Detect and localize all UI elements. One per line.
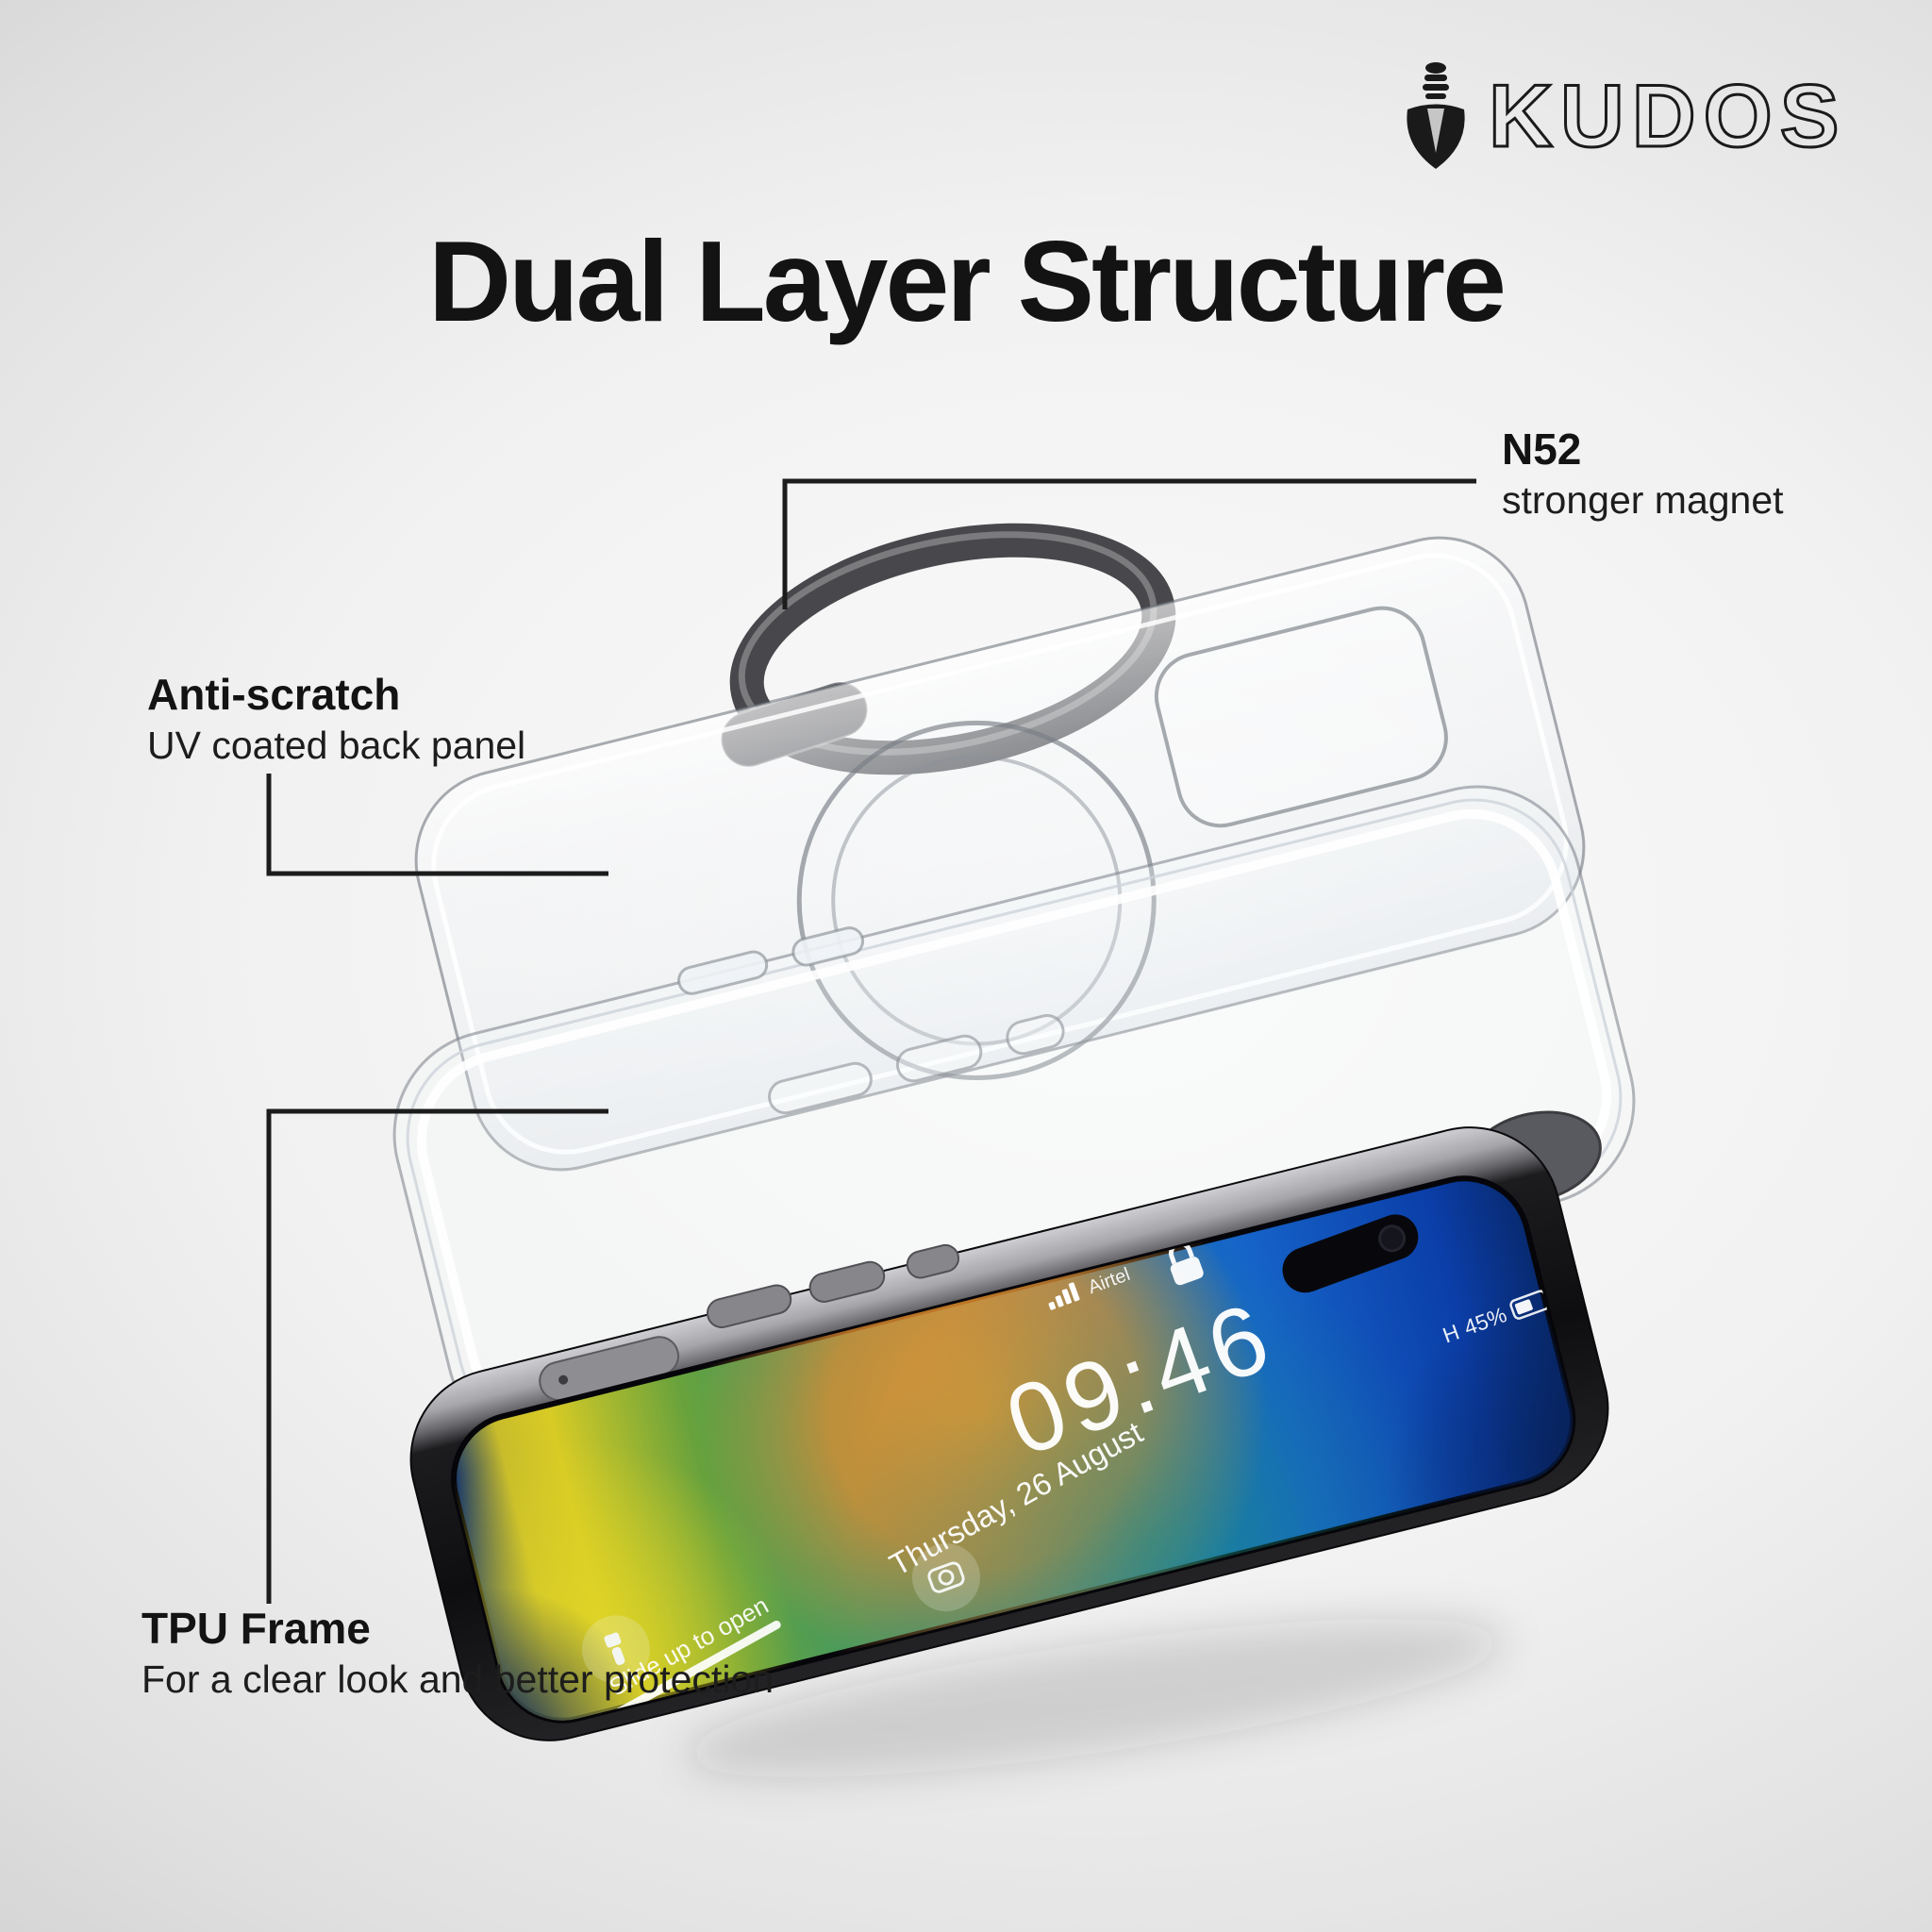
sim-eject-hole [558, 1374, 569, 1385]
flashlight-icon [604, 1632, 625, 1665]
brand-logo: KUDOS [1398, 60, 1847, 174]
power-button [906, 1243, 959, 1279]
callout-tpu-heading: TPU Frame [142, 1604, 371, 1653]
callout-back-panel-subheading: UV coated back panel [147, 724, 526, 768]
sword-shield-icon [1407, 62, 1465, 169]
front-camera-dot [1378, 1224, 1407, 1253]
panel-button-slot [895, 1034, 983, 1083]
callout-magnet-heading: N52 [1502, 425, 1582, 474]
wallpaper-navy-left [440, 1586, 656, 1735]
brand-name: KUDOS [1489, 66, 1846, 165]
camera-cutout [1154, 606, 1448, 828]
panel-button-slot [1006, 1013, 1065, 1056]
brand-wordmark: KUDOS [1489, 65, 1846, 167]
camera-icon [927, 1561, 965, 1593]
home-indicator[interactable] [613, 1619, 782, 1718]
callout-line-magnet [782, 478, 1476, 609]
callout-line-tpu [266, 1108, 608, 1604]
tpu-button-nub [677, 950, 769, 995]
callout-tpu-subheading: For a clear look and better protection [142, 1657, 774, 1702]
volume-button [706, 1284, 792, 1328]
signal-icon [1048, 1282, 1080, 1310]
panel-button-slot [768, 1061, 873, 1115]
camera-button[interactable] [903, 1534, 990, 1621]
callout-back-panel-heading: Anti-scratch [147, 670, 401, 719]
tpu-button-nub [791, 926, 864, 967]
callout-magnet: N52 stronger magnet [1502, 425, 1784, 524]
callout-magnet-subheading: stronger magnet [1502, 478, 1784, 523]
flashlight-button[interactable] [573, 1606, 659, 1692]
callout-line-back-panel [266, 774, 608, 876]
back-panel [414, 536, 1586, 1172]
volume-button [808, 1260, 886, 1303]
callout-back-panel: Anti-scratch UV coated back panel [147, 670, 525, 769]
page-title: Dual Layer Structure [427, 217, 1507, 345]
phone-shadow [683, 1619, 1506, 1777]
callout-tpu: TPU Frame For a clear look and better pr… [142, 1604, 774, 1703]
